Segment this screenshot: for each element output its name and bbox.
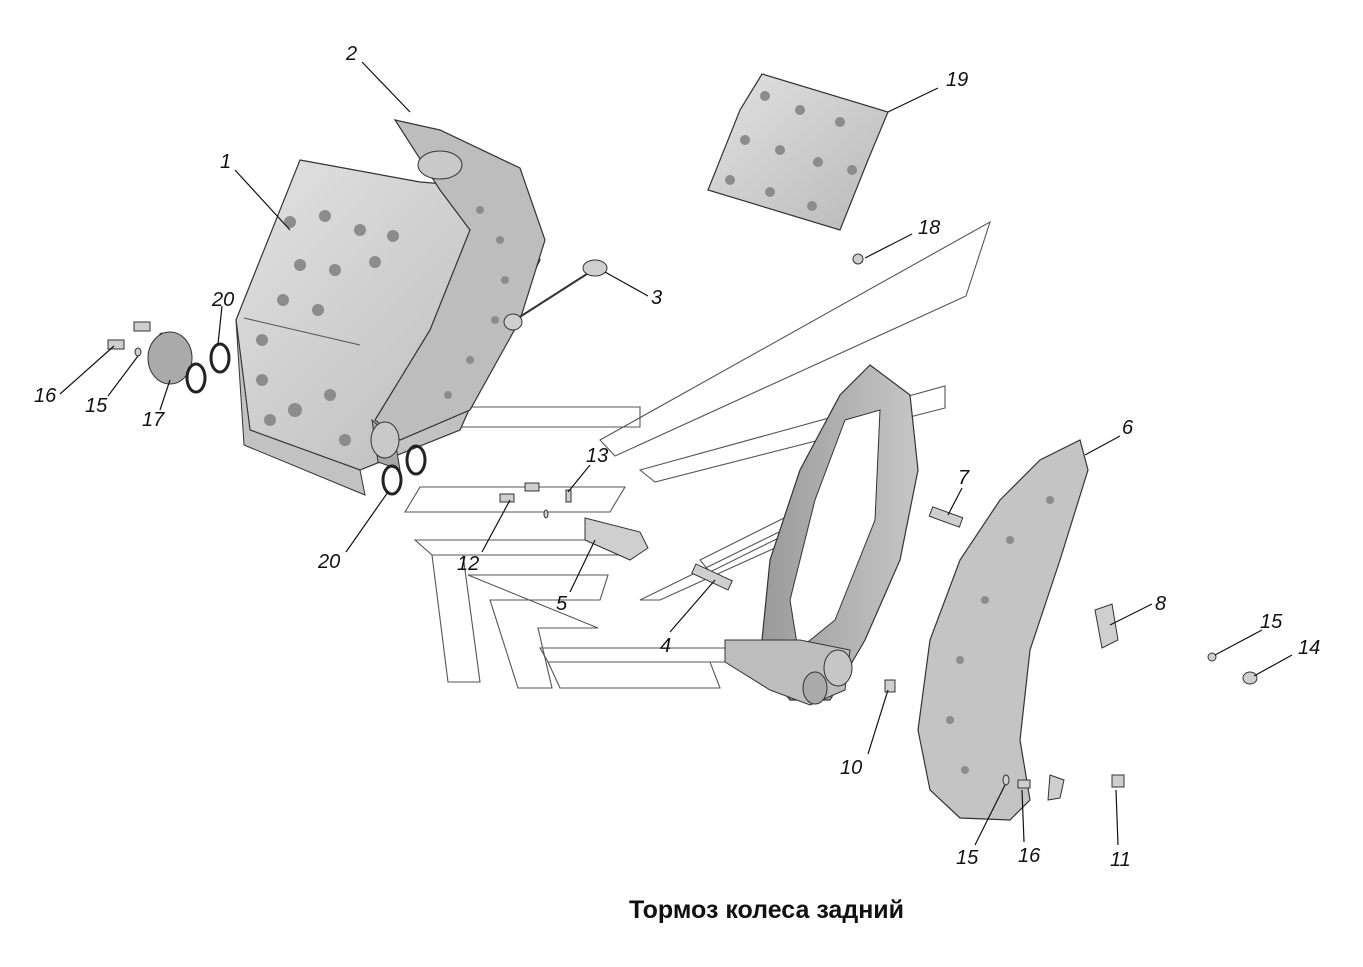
o-rings bbox=[185, 342, 427, 496]
callout-14: 14 bbox=[1298, 637, 1320, 659]
brake-carrier bbox=[724, 364, 919, 706]
callout-4: 4 bbox=[660, 635, 671, 657]
leader-lines bbox=[59, 61, 1293, 846]
brake-shoe-assembly bbox=[235, 119, 546, 496]
callout-2: 2 bbox=[345, 43, 357, 65]
lining-segment bbox=[707, 73, 889, 231]
callout-17: 17 bbox=[142, 409, 165, 431]
return-spring bbox=[503, 259, 608, 331]
callout-1: 1 bbox=[220, 151, 231, 173]
callout-19: 19 bbox=[946, 69, 968, 91]
callout-7: 7 bbox=[958, 467, 970, 489]
callout-18: 18 bbox=[918, 217, 940, 239]
callout-8: 8 bbox=[1155, 593, 1166, 615]
callout-3: 3 bbox=[651, 287, 662, 309]
callout-13: 13 bbox=[586, 445, 608, 467]
callout-16-bottom: 16 bbox=[1018, 845, 1041, 867]
callout-10: 10 bbox=[840, 757, 862, 779]
dust-shield bbox=[917, 439, 1089, 821]
diagram-caption: Тормоз колеса задний bbox=[628, 896, 905, 924]
small-hardware bbox=[107, 321, 1258, 801]
callout-20-upper: 20 bbox=[211, 289, 234, 311]
callout-15-right: 15 bbox=[1260, 611, 1283, 633]
callout-5: 5 bbox=[556, 593, 568, 615]
callout-15-bottom: 15 bbox=[956, 847, 979, 869]
rivet bbox=[852, 253, 864, 265]
callout-16-left: 16 bbox=[34, 385, 57, 407]
callout-11: 11 bbox=[1110, 849, 1131, 871]
callout-12: 12 bbox=[457, 553, 479, 575]
callout-6: 6 bbox=[1122, 417, 1134, 439]
callout-labels: 1 2 3 4 5 6 7 8 10 11 12 13 14 15 15 15 … bbox=[34, 43, 1320, 871]
callout-20-lower: 20 bbox=[317, 551, 340, 573]
callout-15-left: 15 bbox=[85, 395, 108, 417]
